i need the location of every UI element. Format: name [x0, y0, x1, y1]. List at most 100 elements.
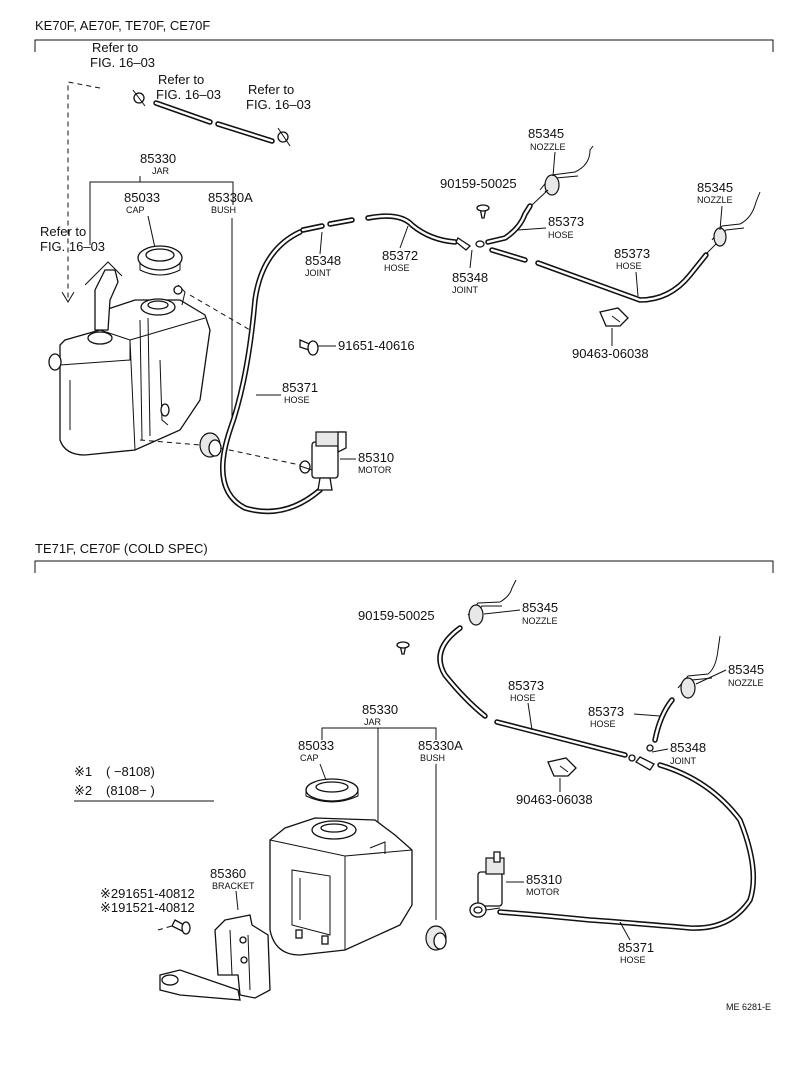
label-85348-joint-bottom-num: 85348 [670, 740, 706, 755]
hose-85371-bottom [497, 762, 757, 931]
label-85330-num: 85330 [140, 151, 176, 166]
label-85345a-name: NOZZLE [530, 142, 566, 152]
section-bottom: TE71F, CE70F (COLD SPEC) ※1 ( −8108) ※2 … [34, 541, 774, 1001]
section-title-bottom: TE71F, CE70F (COLD SPEC) [35, 541, 208, 556]
label-85371-bottom-num: 85371 [618, 940, 654, 955]
label-85310-name: MOTOR [358, 465, 392, 475]
label-85345b-num: 85345 [697, 180, 733, 195]
refer-label-2a: Refer to [158, 72, 204, 87]
label-90463-06038-bottom: 90463-06038 [516, 792, 593, 807]
jar-dash-1 [189, 294, 251, 331]
label-85372-name: HOSE [384, 263, 410, 273]
label-90463-06038-top: 90463-06038 [572, 346, 649, 361]
label-85345d-num: 85345 [728, 662, 764, 677]
label-85360-num: 85360 [210, 866, 246, 881]
nozzle-85345-bottom-2 [677, 635, 721, 699]
screw-90159-50025-bottom [396, 641, 410, 655]
label-85345c-num: 85345 [522, 600, 558, 615]
jar-leader-bracket-bottom [321, 727, 437, 740]
jar-dash-2 [139, 439, 201, 446]
clip-90463-06038-top [599, 307, 629, 327]
label-85373b-num: 85373 [614, 246, 650, 261]
bush-85330A-bottom [425, 925, 447, 951]
motor-85310-top [299, 431, 347, 491]
refer-hose-clamps [61, 81, 291, 303]
nozzle-85345-top-2 [705, 191, 761, 255]
label-85373d-num: 85373 [588, 704, 624, 719]
clip-90463-06038-bottom [547, 757, 577, 777]
joint-85348-bottom [628, 744, 655, 771]
label-bolt2: ※191521-40812 [100, 900, 195, 915]
jar-leader-bracket [89, 181, 234, 245]
motor-85310-bottom [469, 851, 505, 918]
nozzle-85345-top-1 [531, 145, 594, 206]
label-85310-bottom-num: 85310 [526, 872, 562, 887]
cap-85033-top [137, 245, 183, 276]
legend-mark-1: ※1 [74, 764, 92, 779]
label-85330A-bottom-num: 85330A [418, 738, 463, 753]
label-85371-num: 85371 [282, 380, 318, 395]
label-85033-bottom-name: CAP [300, 753, 319, 763]
label-85360-name: BRACKET [212, 881, 255, 891]
section-bracket-top [34, 39, 774, 52]
label-85348-joint2-name: JOINT [452, 285, 479, 295]
label-85033-bottom-num: 85033 [298, 738, 334, 753]
cap-85033-bottom [305, 778, 359, 803]
label-85373b-name: HOSE [616, 261, 642, 271]
label-85310-num: 85310 [358, 450, 394, 465]
label-85330-name: JAR [152, 166, 170, 176]
jar-dash-3 [219, 447, 301, 466]
refer-label-4b: FIG. 16–03 [40, 239, 105, 254]
label-85345a-num: 85345 [528, 126, 564, 141]
label-85348-joint-bottom-name: JOINT [670, 756, 697, 766]
bolt-91651-40616 [299, 339, 319, 356]
label-85371-name: HOSE [284, 395, 310, 405]
label-85330A-bottom-name: BUSH [420, 753, 445, 763]
jar-85330-bottom [269, 817, 413, 956]
label-85373a-num: 85373 [548, 214, 584, 229]
label-85330A-name: BUSH [211, 205, 236, 215]
refer-label-1b: FIG. 16–03 [90, 55, 155, 70]
label-85330-bottom-num: 85330 [362, 702, 398, 717]
label-85310-bottom-name: MOTOR [526, 887, 560, 897]
label-85033-num: 85033 [124, 190, 160, 205]
legend-range-2: (8108− ) [106, 783, 155, 798]
legend-range-1: ( −8108) [106, 764, 155, 779]
label-85373c-num: 85373 [508, 678, 544, 693]
refer-label-2b: FIG. 16–03 [156, 87, 221, 102]
refer-label-4a: Refer to [40, 224, 86, 239]
bush-85330A-top [199, 432, 222, 458]
label-90159-50025-bottom: 90159-50025 [358, 608, 435, 623]
refer-label-1a: Refer to [92, 40, 138, 55]
refer-label-3b: FIG. 16–03 [246, 97, 311, 112]
label-85345c-name: NOZZLE [522, 616, 558, 626]
bracket-85360 [159, 914, 271, 1001]
label-85033-name: CAP [126, 205, 145, 215]
label-85373a-name: HOSE [548, 230, 574, 240]
label-85372-num: 85372 [382, 248, 418, 263]
screw-90159-50025-top [476, 204, 490, 219]
label-85345b-name: NOZZLE [697, 195, 733, 205]
section-title-top: KE70F, AE70F, TE70F, CE70F [35, 18, 210, 33]
label-85371-bottom-name: HOSE [620, 955, 646, 965]
bolt-bracket [157, 919, 191, 935]
nozzle-85345-bottom-1 [467, 579, 517, 626]
label-85330-bottom-name: JAR [364, 717, 382, 727]
label-85345d-name: NOZZLE [728, 678, 764, 688]
footer-code: ME 6281-E [726, 1002, 771, 1012]
label-85373c-name: HOSE [510, 693, 536, 703]
section-bracket-bottom [34, 560, 774, 573]
label-90159-50025-top: 90159-50025 [440, 176, 517, 191]
label-85348-joint2-num: 85348 [452, 270, 488, 285]
label-85373d-name: HOSE [590, 719, 616, 729]
section-top: KE70F, AE70F, TE70F, CE70F Refer to FIG.… [34, 18, 774, 515]
joint-85348-top [455, 237, 485, 251]
label-85348-joint1-num: 85348 [305, 253, 341, 268]
label-91651-40616: 91651-40616 [338, 338, 415, 353]
label-85348-joint1-name: JOINT [305, 268, 332, 278]
label-85330A-num: 85330A [208, 190, 253, 205]
legend-mark-2: ※2 [74, 783, 92, 798]
refer-label-3a: Refer to [248, 82, 294, 97]
jar-85330-top [48, 261, 211, 456]
